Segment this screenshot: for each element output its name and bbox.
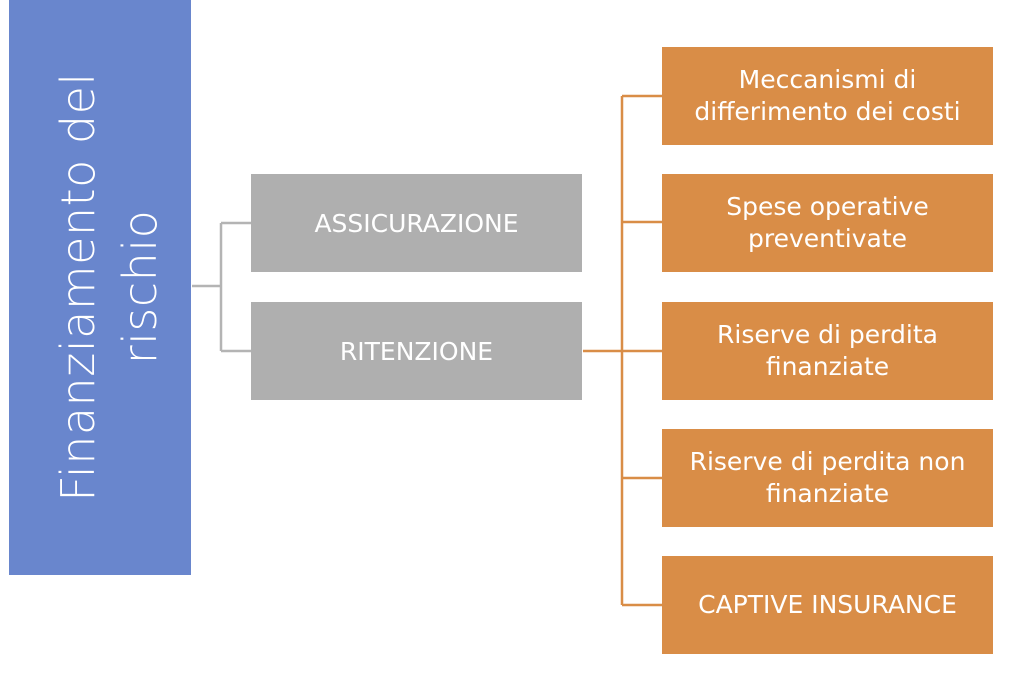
leaf-label: Meccanismi di differimento dei costi [694, 65, 961, 126]
retention-connector [583, 94, 662, 607]
branch-assicurazione: ASSICURAZIONE [251, 174, 582, 272]
branch-ritenzione: RITENZIONE [251, 302, 582, 400]
root-node-label: Finanziamento del rischio [51, 72, 167, 502]
leaf-label: Riserve di perdita finanziate [717, 320, 938, 381]
leaf-meccanismi-differimento: Meccanismi di differimento dei costi [662, 47, 993, 145]
root-connector [192, 221, 251, 353]
leaf-label: CAPTIVE INSURANCE [698, 590, 957, 619]
leaf-riserve-finanziate: Riserve di perdita finanziate [662, 302, 993, 400]
branch-assicurazione-label: ASSICURAZIONE [314, 208, 519, 238]
branch-ritenzione-label: RITENZIONE [339, 336, 494, 366]
leaf-label: Riserve di perdita non finanziate [689, 447, 966, 508]
leaf-captive-insurance: CAPTIVE INSURANCE [662, 556, 993, 654]
leaf-label: Spese operative preventivate [726, 192, 929, 253]
leaf-riserve-non-finanziate: Riserve di perdita non finanziate [662, 429, 993, 527]
leaf-spese-operative: Spese operative preventivate [662, 174, 993, 272]
root-node: Finanziamento del rischio [9, 0, 191, 575]
